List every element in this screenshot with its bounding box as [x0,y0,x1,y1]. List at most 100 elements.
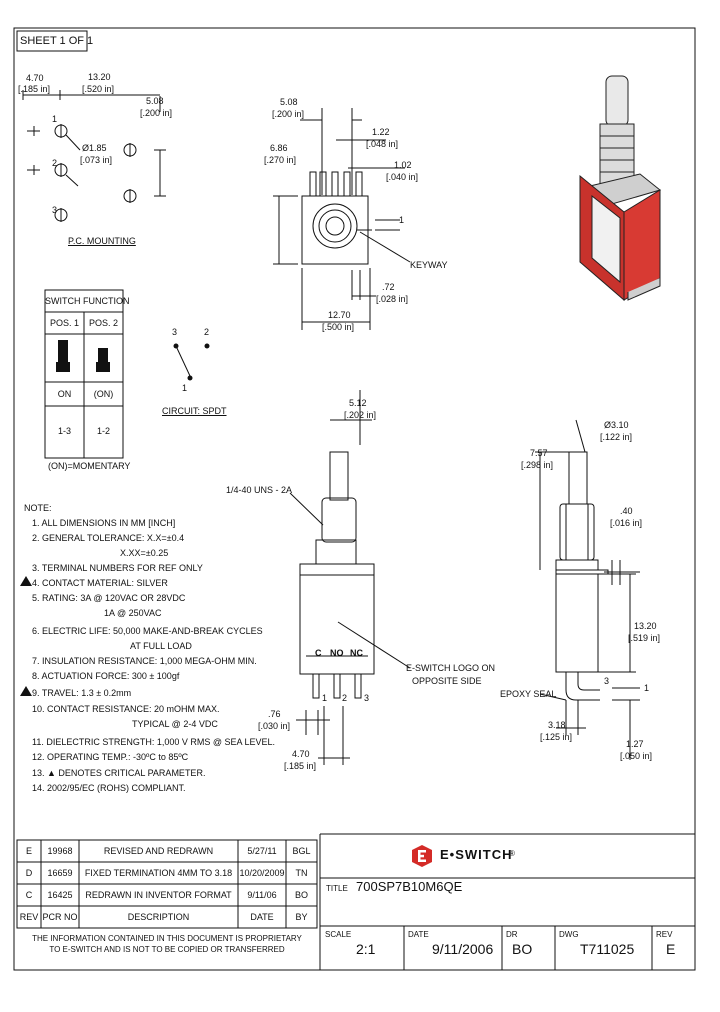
logo-note-2: OPPOSITE SIDE [412,676,482,686]
note-line: 4. CONTACT MATERIAL: SILVER [32,578,168,588]
side-dim-72: .72 [382,282,395,292]
circuit-node-2: 2 [204,327,210,337]
switch-conn-pos2: 1-2 [96,426,110,436]
thread-callout: 1/4-40 UNS - 2A [226,485,293,495]
desc-cell: FIXED TERMINATION 4MM TO 3.18 [84,868,233,878]
switch-state-pos2: (ON) [93,389,114,399]
dwg-value: T711025 [580,941,635,957]
disclaimer-line-2: TO E-SWITCH AND IS NOT TO BE COPIED OR T… [49,945,285,954]
brand-name: E•SWITCH [440,847,513,862]
note-line: 11. DIELECTRIC STRENGTH: 1,000 V RMS @ S… [32,737,276,747]
pc-dim-185-in: [.073 in] [80,155,113,165]
rev-cell: E [25,846,32,856]
part-number-title: 700SP7B10M6QE [356,879,463,894]
desc-cell: REVISED AND REDRAWN [103,846,214,856]
front-pin-c: C [315,648,322,658]
pc-pin-3: 3 [52,205,58,215]
dwg-label: DWG [559,930,579,939]
by-cell: BO [294,890,308,900]
note-line: 7. INSULATION RESISTANCE: 1,000 MEGA-OHM… [32,656,257,666]
front-dim-512-in: [.202 in] [344,410,377,420]
date-cell: 10/20/2009 [239,868,285,878]
pc-mounting-title: P.C. MOUNTING [68,236,136,246]
right-dim-1320-in: [.519 in] [628,633,661,643]
note-line: 13. ▲ DENOTES CRITICAL PARAMETER. [32,768,206,778]
date-header: DATE [250,912,274,922]
right-dim-127-in: [.050 in] [620,751,653,761]
note-line: 6. ELECTRIC LIFE: 50,000 MAKE-AND-BREAK … [32,626,263,636]
by-header: BY [295,912,308,922]
right-dim-1320: 13.20 [634,621,657,631]
note-line: 1. ALL DIMENSIONS IN MM [INCH] [32,518,176,528]
note-line: X.XX=±0.25 [120,548,169,558]
front-dim-470: 4.70 [292,749,310,759]
note-line: 12. OPERATING TEMP.: -30ºC to 85ºC [32,752,189,762]
front-dim-470-in: [.185 in] [284,761,317,771]
switch-col-pos2: POS. 2 [88,318,118,328]
drawn-by-label: DR [506,930,518,939]
sheet-label: SHEET 1 OF 1 [20,35,94,47]
front-pin-no: NO [330,648,344,658]
pc-dim-508: 5.08 [146,96,164,106]
side-dim-508: 5.08 [280,97,298,107]
front-p2: 2 [342,693,348,703]
front-p3: 3 [364,693,370,703]
rev-cell: C [25,890,33,900]
front-pin-nc: NC [350,648,363,658]
note-line: AT FULL LOAD [130,641,192,651]
note-line: 3. TERMINAL NUMBERS FOR REF ONLY [32,563,203,573]
right-dim-40: .40 [620,506,633,516]
right-dim-40-in: [.016 in] [610,518,643,528]
pc-dim-470: 4.70 [26,73,44,83]
keyway-label: KEYWAY [410,260,448,270]
front-dim-512: 5.12 [349,398,367,408]
note-line: 1A @ 250VAC [104,608,162,618]
side-dim-508-in: [.200 in] [272,109,305,119]
side-dim-686: 6.86 [270,143,288,153]
epoxy-seal-label: EPOXY SEAL [500,689,557,699]
switch-conn-pos1: 1-3 [57,426,71,436]
front-dim-76-in: [.030 in] [258,721,291,731]
circuit-node-3: 3 [172,327,178,337]
side-terminal-1: 1 [399,215,405,225]
pc-dim-1320-in: [.520 in] [82,84,115,94]
date-cell: 5/27/11 [247,846,277,856]
note-line: TYPICAL @ 2-4 VDC [132,719,218,729]
pcr-header: PCR NO [42,912,78,922]
right-dim-318: 3.18 [548,720,566,730]
note-line: 5. RATING: 3A @ 120VAC OR 28VDC [32,593,186,603]
pcr-cell: 16659 [47,868,73,878]
switch-state-pos1: ON [57,389,72,399]
right-dim-310: Ø3.10 [604,420,629,430]
side-dim-686-in: [.270 in] [264,155,297,165]
rev-label: REV [656,930,673,939]
side-dim-102-in: [.040 in] [386,172,419,182]
right-p3: 3 [604,676,610,686]
by-cell: BGL [292,846,311,856]
date-label: DATE [408,930,429,939]
rev-cell: D [25,868,33,878]
pc-pin-1: 1 [52,114,58,124]
circuit-node-1: 1 [182,383,188,393]
note-line: 9. TRAVEL: 1.3 ± 0.2mm [32,688,132,698]
logo-note-1: E-SWITCH LOGO ON [406,663,496,673]
note-line: 10. CONTACT RESISTANCE: 20 mOHM MAX. [32,704,220,714]
switch-col-pos1: POS. 1 [49,318,79,328]
side-dim-102: 1.02 [394,160,412,170]
momentary-footnote: (ON)=MOMENTARY [48,461,131,471]
brand-registered: ® [509,849,515,858]
scale-value: 2:1 [356,941,376,957]
switch-function-title: SWITCH FUNCTION [45,296,130,306]
by-cell: TN [295,868,308,878]
pc-pin-2: 2 [52,158,58,168]
desc-cell: REDRAWN IN INVENTOR FORMAT [85,890,232,900]
date-cell: 9/11/06 [247,890,277,900]
scale-label: SCALE [325,930,352,939]
pc-dim-185: Ø1.85 [82,143,107,153]
note-line: 2. GENERAL TOLERANCE: X.X=±0.4 [32,533,185,543]
right-dim-127: 1.27 [626,739,644,749]
pc-dim-1320: 13.20 [88,72,111,82]
side-dim-1270: 12.70 [328,310,351,320]
pc-dim-470-in: [.185 in] [18,84,51,94]
